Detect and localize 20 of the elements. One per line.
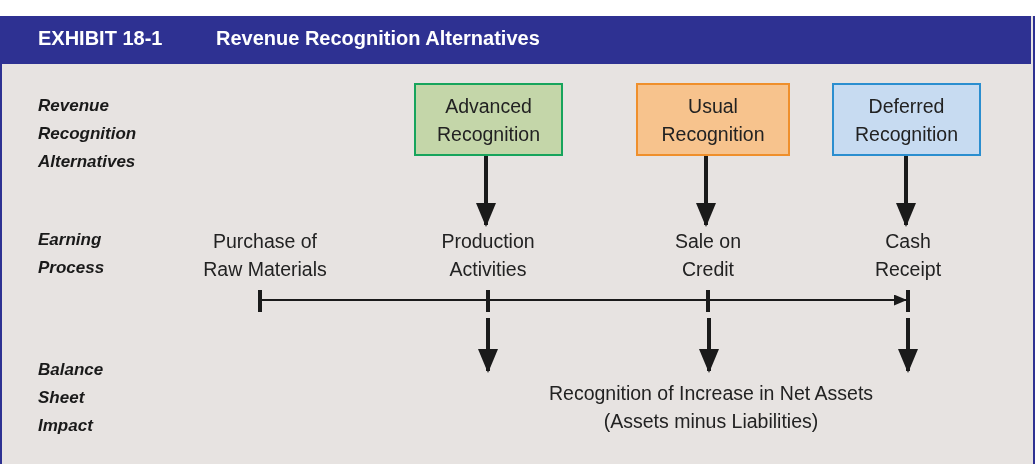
stage-label: Production Activities	[440, 229, 536, 282]
arrow	[476, 156, 496, 227]
row-label: Earning Process	[38, 229, 106, 279]
impact-label: Recognition of Increase in Net Assets (Assets minus Liabilities)	[547, 381, 875, 434]
arrow	[699, 318, 719, 373]
process-box: Deferred Recognition	[832, 83, 981, 156]
arrow	[696, 156, 716, 227]
timeline-arrow	[260, 294, 908, 306]
exhibit-title: Revenue Recognition Alternatives	[216, 27, 540, 50]
stage-label: Cash Receipt	[873, 229, 943, 282]
arrow	[898, 318, 918, 373]
row-label: Balance Sheet Impact	[38, 359, 105, 437]
stage-label: Purchase of Raw Materials	[202, 229, 328, 282]
process-box: Advanced Recognition	[414, 83, 563, 156]
stage-label: Sale on Credit	[673, 229, 743, 282]
exhibit-number: EXHIBIT 18-1	[38, 27, 163, 50]
arrow	[478, 318, 498, 373]
arrow	[896, 156, 916, 227]
row-label: Revenue Recognition Alternatives	[38, 95, 138, 173]
process-box: Usual Recognition	[636, 83, 790, 156]
